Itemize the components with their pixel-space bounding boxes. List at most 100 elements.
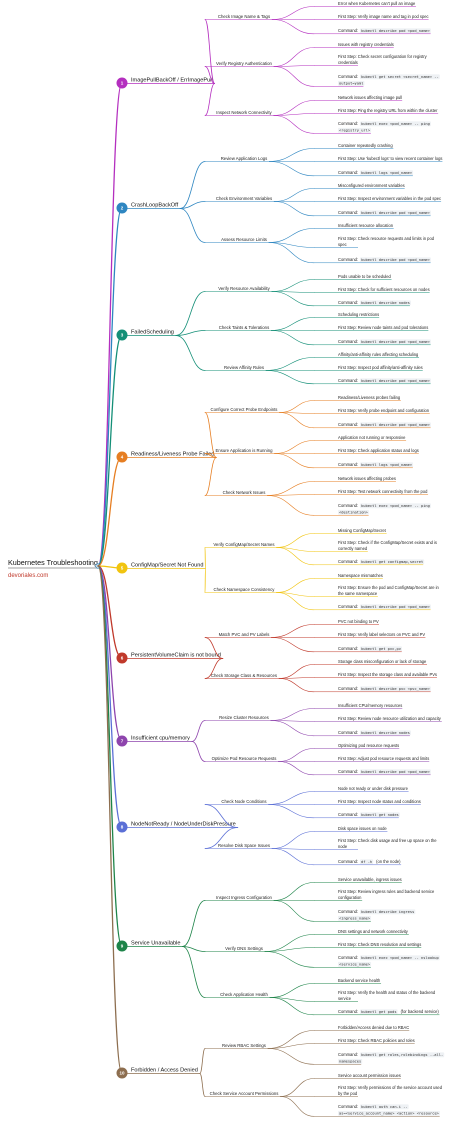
issue-number-badge[interactable]: [116, 329, 128, 341]
issue-number-badge[interactable]: [116, 202, 128, 214]
leaf-text: First Step: Verify label selectors on PV…: [338, 632, 425, 637]
command-code: kubectl get secret <secret_name> --: [361, 75, 439, 79]
command-code: kubectl auth can-i --: [361, 1105, 408, 1109]
command-code: kubectl get nodes: [361, 813, 399, 817]
connector-line: [97, 565, 123, 947]
issue-number-badge[interactable]: [116, 562, 128, 574]
leaf-node: Command:kubectl describe pvc <pvc_name>: [278, 678, 431, 693]
connector-line: [199, 1073, 206, 1097]
issue-number-badge[interactable]: [116, 735, 128, 747]
leaf-text: Error when Kubernetes can't pull an imag…: [338, 1, 416, 6]
connector-line: [267, 495, 315, 516]
leaf-text: First Step: Check RBAC policies and role…: [338, 1038, 415, 1043]
connector-line: [97, 565, 123, 1074]
command-code: kubectl logs <pod_name>: [361, 463, 413, 467]
leaf-text: First Step: Verify permissions of the se…: [338, 1085, 443, 1090]
issue-number-badge[interactable]: [116, 821, 128, 833]
leaf-node: First Step: Use 'kubectl logs' to view r…: [268, 156, 443, 162]
connector-line: [199, 1048, 206, 1074]
leaf-node: Command:kubectl describe nodes: [270, 720, 411, 737]
leaf-text: First Step: Check application status and…: [338, 448, 419, 453]
issue-number-badge[interactable]: [116, 1067, 128, 1079]
issue-number-badge[interactable]: [116, 77, 128, 89]
connector-line: [273, 100, 315, 116]
step-node: Configure Correct Probe EndpointsReadine…: [204, 395, 431, 458]
leaf-command-label: Command:: [338, 121, 358, 126]
connector-line: [270, 708, 315, 721]
connector-line: [271, 19, 315, 35]
issue-number-badge[interactable]: [116, 652, 128, 664]
step-title: Verify ConfigMap/Secret Names: [213, 542, 274, 547]
leaf-text: First Step: Check DNS resolution and set…: [338, 942, 421, 947]
leaf-command-label: Command:: [338, 28, 358, 33]
connector-line: [175, 335, 206, 371]
leaf-text: First Step: Ensure the pod and ConfigMap…: [338, 585, 440, 590]
connector-line: [270, 720, 315, 737]
leaf-command-label: Command:: [338, 859, 358, 864]
leaf-text-continued: service: [338, 996, 352, 1001]
leaf-node: Command:kubectl exec <pod_name> -- ping<…: [273, 115, 431, 134]
connector-line: [264, 934, 315, 952]
issue-number-badge[interactable]: [116, 940, 128, 952]
leaf-node: First Step: Verify label selectors on PV…: [271, 632, 426, 638]
connector-line: [204, 658, 224, 679]
issue-title: ConfigMap/Secret Not Found: [131, 563, 203, 569]
code-background: [360, 378, 431, 384]
code-background: [360, 1009, 398, 1015]
leaf-text: First Step: Verify probe endpoint and co…: [338, 408, 430, 413]
connector-line: [271, 637, 315, 653]
leaf-text: Optimizing pod resource requests: [338, 743, 399, 748]
leaf-text: Network issues affecting image pull: [338, 95, 402, 100]
leaf-node: First Step: Inspect the storage class an…: [278, 672, 437, 679]
leaf-command-label: Command:: [338, 559, 358, 564]
connector-line: [273, 882, 315, 901]
leaf-text: Namespace mismatches: [338, 573, 383, 578]
command-code: kubectl describe pod <pod_name>: [361, 770, 431, 774]
connector-line: [204, 66, 216, 84]
leaf-text: First Step: Ping the registry URL from w…: [338, 108, 438, 113]
step-node: Check Service Account PermissionsService…: [199, 1073, 443, 1117]
command-code: <ingress_name>: [339, 917, 371, 921]
connector-line: [273, 113, 315, 116]
issue-number-badge[interactable]: [116, 451, 128, 463]
code-background: [360, 769, 431, 775]
leaf-node: First Step: Verify probe endpoint and co…: [279, 408, 430, 414]
connector-line: [97, 565, 123, 828]
issue-title: CrashLoopBackOff: [131, 203, 179, 209]
connector-line: [271, 6, 315, 20]
issue-title: Readiness/Liveness Probe Failed: [131, 452, 214, 458]
leaf-text: Application not running or responsive: [338, 435, 406, 440]
leaf-node: First Step: Review node taints and pod t…: [270, 325, 429, 331]
leaf-node: First Step: Review ingress rules and bac…: [273, 889, 435, 901]
command-code: kubectl describe pod <pod_name>: [361, 258, 431, 262]
leaf-node: Command:kubectl describe pod <pod_name>: [278, 761, 431, 776]
connector-line: [182, 900, 206, 947]
leaf-text: First Step: Inspect environment variable…: [338, 196, 441, 201]
connector-line: [268, 228, 315, 243]
leaf-node: Command:df -h(on the node): [271, 848, 402, 866]
code-background: [360, 909, 416, 915]
code-background: [338, 509, 369, 515]
leaf-text: Missing ConfigMap/Secret: [338, 528, 387, 533]
code-background: [360, 422, 431, 428]
leaf-text: First Step: Inspect pod affinity/anti-af…: [338, 365, 423, 370]
step-node: Optimize Pod Resource RequestsOptimizing…: [191, 741, 431, 776]
leaf-command-label: Command:: [338, 909, 358, 914]
connector-line: [271, 291, 315, 307]
step-title: Check Storage Class & Resources: [211, 673, 277, 678]
leaf-command-label: Command:: [338, 1009, 358, 1014]
leaf-text: First Step: Review node resource utiliza…: [338, 716, 442, 721]
leaf-node: PVC not binding to PV: [271, 619, 380, 638]
code-background: [360, 559, 425, 565]
leaf-node: Command:kubectl get configmap,secret: [276, 547, 425, 566]
leaf-text: Readiness/Liveness probes failing: [338, 395, 401, 400]
